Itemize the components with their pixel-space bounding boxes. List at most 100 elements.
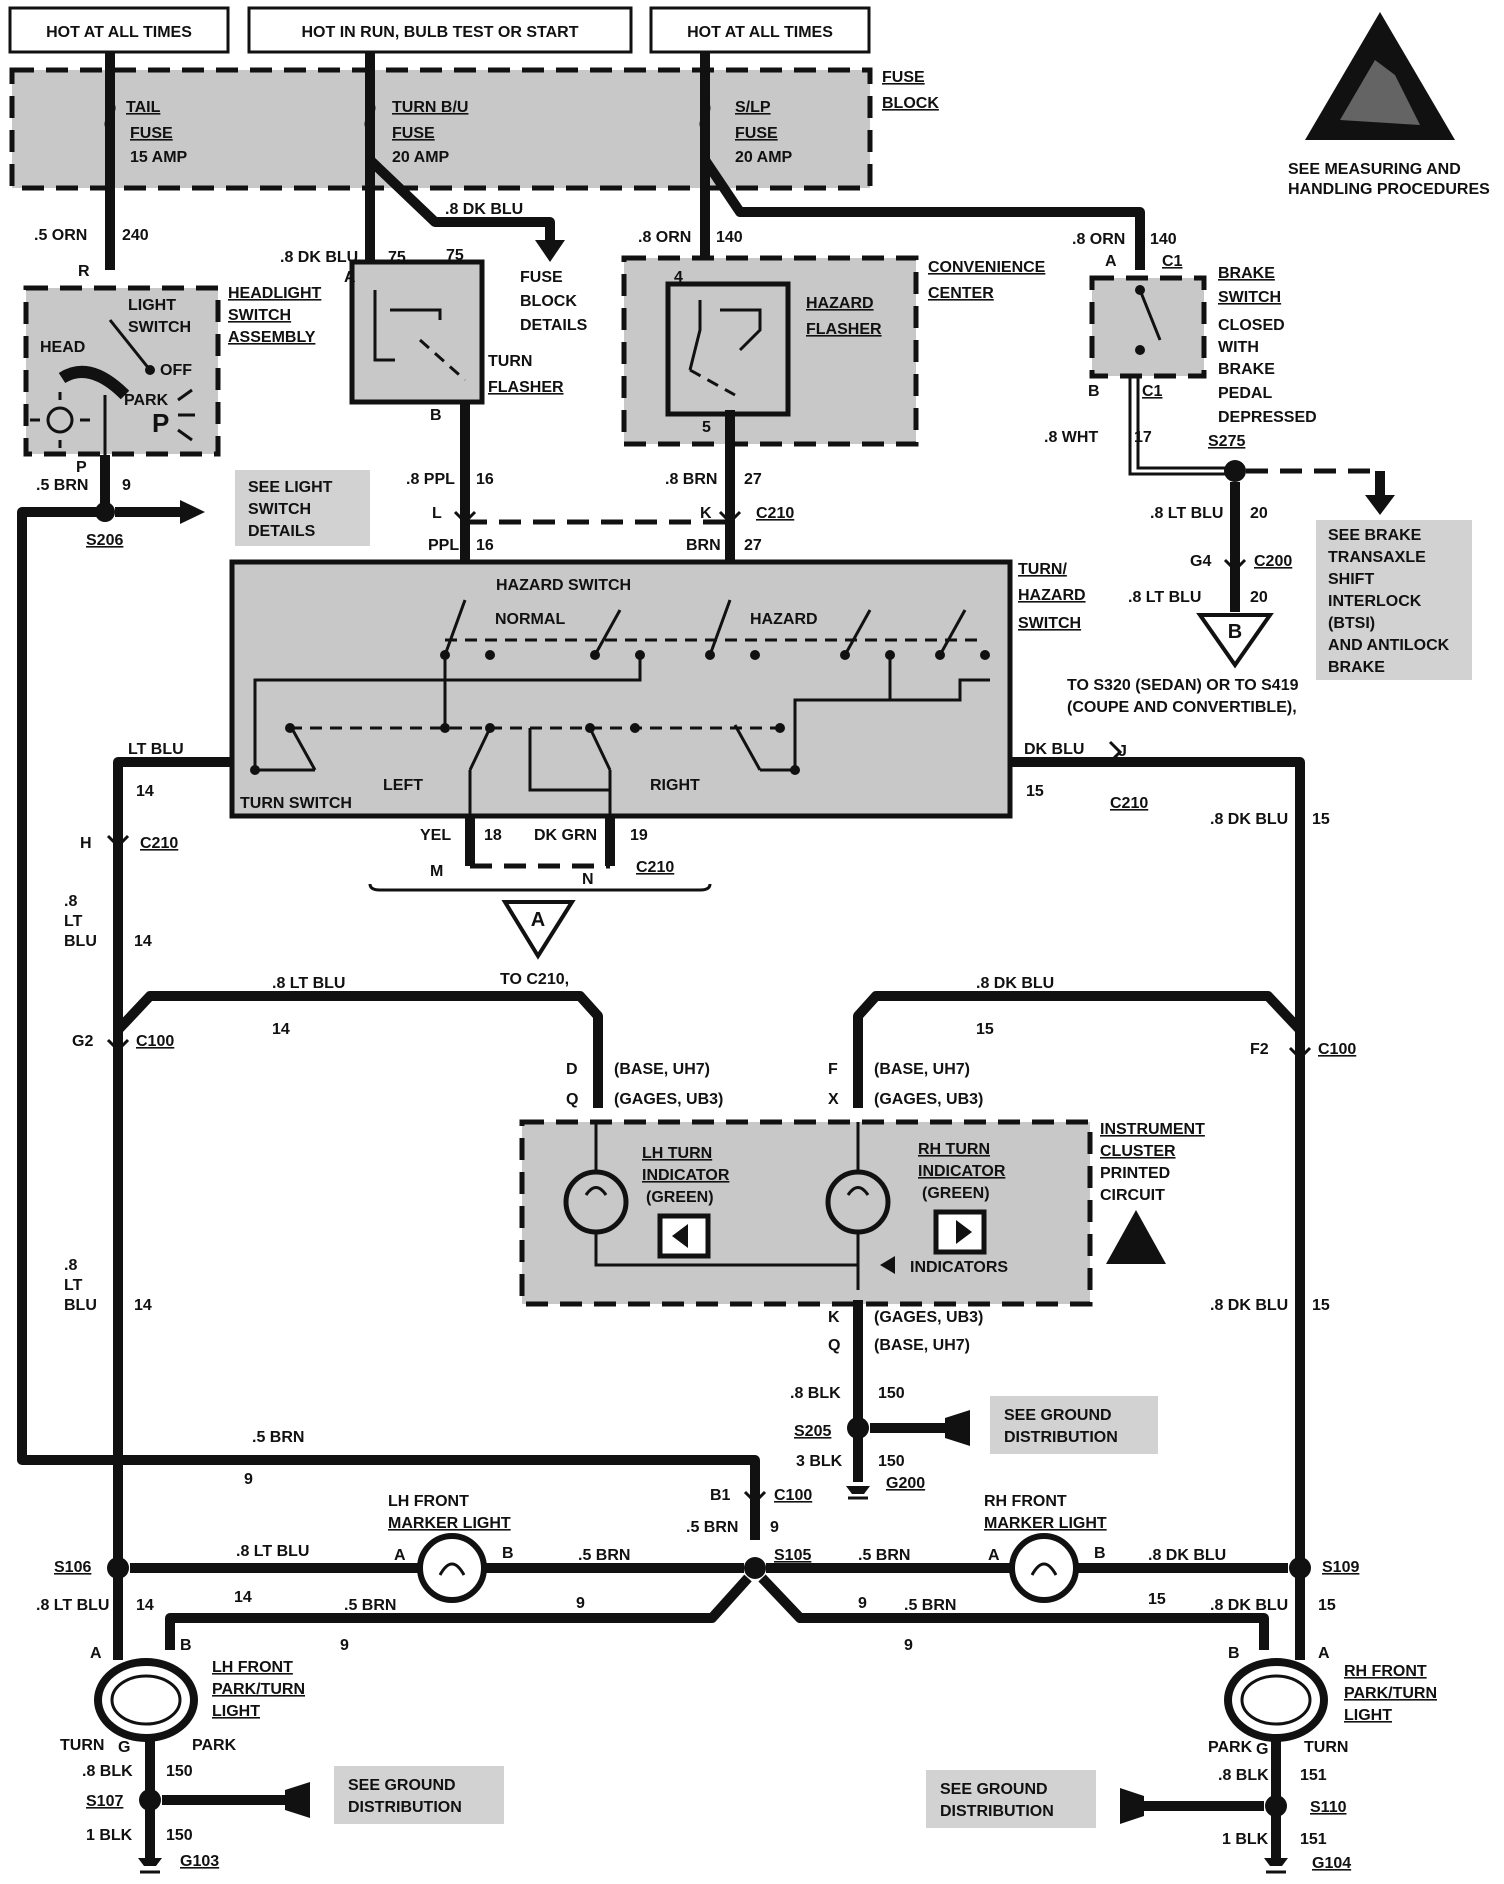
brake-note-box (1316, 520, 1472, 680)
wire-14-color: LT BLU (128, 741, 184, 758)
rh-park-2: PARK/TURN (1344, 1685, 1437, 1702)
esd-note-line1: SEE MEASURING AND (1288, 161, 1461, 178)
lh-park-turn: TURN (60, 1737, 104, 1754)
turn-flasher-pin-a: A (344, 269, 356, 286)
ground-note-s107 (334, 1766, 504, 1824)
light-switch-1: LIGHT (128, 297, 176, 314)
wire-15-num-c: 15 (1312, 811, 1330, 828)
tail-fuse-3: 15 AMP (130, 149, 188, 166)
wire-18-color: YEL (420, 827, 451, 844)
c100-label-left: C100 (136, 1033, 174, 1050)
wire-15i-color: .8 DK BLU (1148, 1547, 1226, 1564)
headlight-switch-assembly (23, 285, 221, 457)
splice-s275 (1224, 460, 1246, 482)
brake-ref-2: (COUPE AND CONVERTIBLE), (1067, 699, 1297, 716)
turn-flasher-pin-b: B (430, 407, 442, 424)
brake-switch-1: BRAKE (1218, 265, 1275, 282)
brake-note-4: INTERLOCK (1328, 593, 1422, 610)
c100-label-right: C100 (1318, 1041, 1356, 1058)
turn-flasher (349, 259, 485, 405)
wire-16-num-b: 16 (476, 537, 494, 554)
splice-s206 (95, 502, 115, 522)
cluster-label-4: CIRCUIT (1100, 1187, 1165, 1204)
c210-label-top: C210 (756, 505, 794, 522)
supply-box-right (649, 6, 871, 54)
cluster-label-2: CLUSTER (1100, 1143, 1176, 1160)
wire-20-num-b: 20 (1250, 589, 1268, 606)
cluster-pin-k: K (828, 1309, 840, 1326)
wire-19-num: 19 (630, 827, 648, 844)
hazard-switch-title: HAZARD SWITCH (496, 577, 631, 594)
ground-g104-icon (1264, 1858, 1288, 1874)
ground-note-s205-2: DISTRIBUTION (1004, 1429, 1118, 1446)
lh-turn-indicator-bulb (563, 1122, 858, 1267)
wire-14-lt-blu (113, 757, 232, 1568)
lh-park-park: PARK (192, 1737, 237, 1754)
turn-flasher-label1: TURN (488, 353, 532, 370)
wire-9g-num: 9 (576, 1595, 585, 1612)
hazard-flasher-symbol (688, 300, 762, 397)
wire-16-color-b: PPL (428, 537, 459, 554)
wire-15-cluster (853, 991, 1304, 1108)
cluster-pin-x-text: (GAGES, UB3) (874, 1091, 983, 1108)
ref-a-triangle (501, 900, 576, 960)
arrow-ground-s107 (285, 1782, 310, 1818)
brake-pin-a: A (1105, 253, 1117, 270)
hazard-flasher-pin-bottom: 5 (702, 419, 711, 436)
wire-14i-color: .8 LT BLU (236, 1543, 309, 1560)
slp-fuse-3: 20 AMP (735, 149, 793, 166)
normal-label: NORMAL (495, 611, 565, 628)
wire-151c-num: 151 (1300, 1831, 1327, 1848)
brake-c1-top: C1 (1162, 253, 1183, 270)
rh-marker-1: RH FRONT (984, 1493, 1067, 1510)
wire-20-color: .8 LT BLU (1150, 505, 1223, 522)
wire-14e-color: .8 LT BLU (272, 975, 345, 992)
g200-label: G200 (886, 1475, 925, 1492)
brake-switch-2: SWITCH (1218, 289, 1281, 306)
pin-h: H (80, 835, 92, 852)
hazard-label: HAZARD (750, 611, 818, 628)
pin-k: K (700, 505, 712, 522)
s206-label: S206 (86, 532, 123, 549)
wire-17-color: .8 WHT (1044, 429, 1098, 446)
cluster-pin-d: D (566, 1061, 578, 1078)
p-label: P (152, 408, 169, 438)
wire-14e-num: 14 (272, 1021, 290, 1038)
pin-f2: F2 (1250, 1041, 1269, 1058)
wire-151a-num: 151 (1300, 1767, 1327, 1784)
brake-desc-2: WITH (1218, 339, 1259, 356)
brake-note-2: TRANSAXLE (1328, 549, 1426, 566)
wire-14c-1: .8 (64, 893, 77, 910)
turn-switch-title: TURN SWITCH (240, 795, 352, 812)
lsn-1: SEE LIGHT (248, 479, 333, 496)
wire-240-color: .5 ORN (34, 227, 87, 244)
wire-27-num-b: 27 (744, 537, 762, 554)
lsn-3: DETAILS (248, 523, 316, 540)
brake-note-6: AND ANTILOCK (1328, 637, 1450, 654)
rh-park-turn: TURN (1304, 1739, 1348, 1756)
cluster-label-3: PRINTED (1100, 1165, 1170, 1182)
wire-150g-num: 150 (166, 1827, 193, 1844)
rh-marker-light-bulb (1009, 1533, 1079, 1603)
light-switch-note (235, 470, 370, 546)
wire-9i-num: 9 (858, 1595, 867, 1612)
rh-marker-pin-a: A (988, 1547, 1000, 1564)
cluster-pin-k-text: (GAGES, UB3) (874, 1309, 983, 1326)
ground-note-s107-1: SEE GROUND (348, 1777, 456, 1794)
rh-ind-2: INDICATOR (918, 1163, 1006, 1180)
cluster-pin-q: Q (566, 1091, 578, 1108)
ground-g103-icon (138, 1858, 162, 1874)
pin-m: M (430, 863, 443, 880)
wire-9m-num: 9 (904, 1637, 913, 1654)
lh-marker-pin-a: A (394, 1547, 406, 1564)
wire-14c-3: BLU (64, 933, 97, 950)
wire-9k-num: 9 (340, 1637, 349, 1654)
s107-label: S107 (86, 1793, 123, 1810)
hazard-flasher-2: FLASHER (806, 321, 882, 338)
slp-fuse-1: S/LP (735, 99, 771, 116)
tail-fuse-1: TAIL (126, 99, 161, 116)
wire-15k-num: 15 (1318, 1597, 1336, 1614)
ground-note-s205 (990, 1396, 1158, 1454)
lh-ind-3: (GREEN) (646, 1189, 714, 1206)
